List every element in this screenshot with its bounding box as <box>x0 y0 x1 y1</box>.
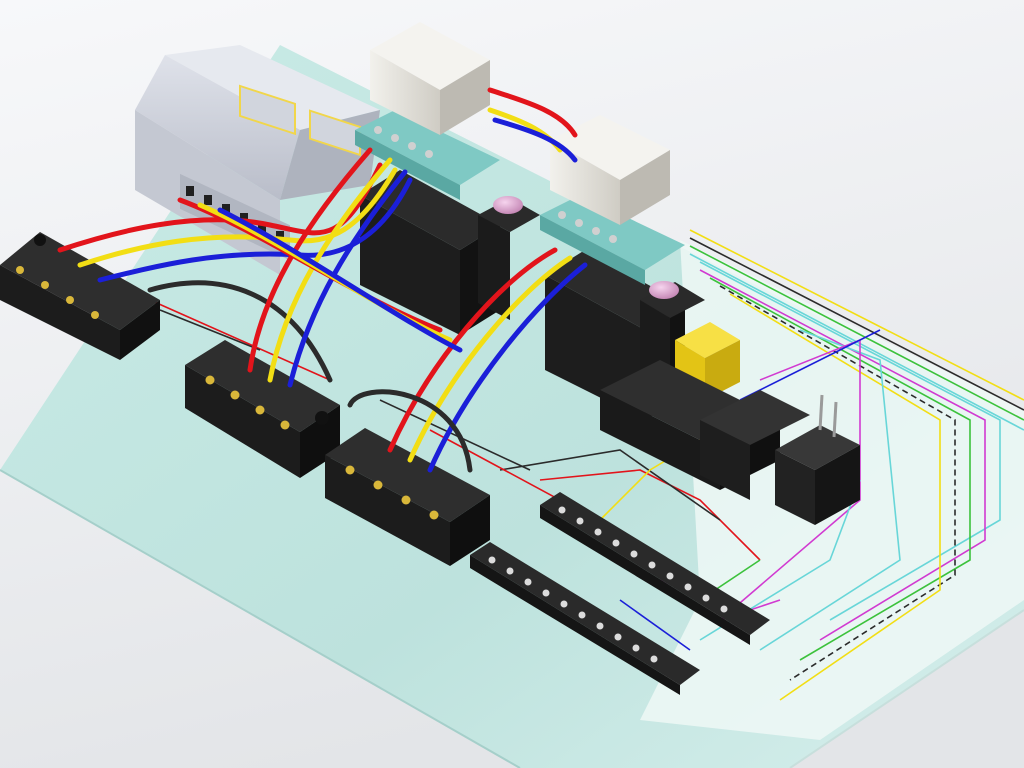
power-adapter <box>775 394 860 525</box>
terminal-block-right <box>325 428 490 566</box>
relay-socket <box>600 360 810 500</box>
contactor-1 <box>355 22 500 335</box>
terminal-strip-1 <box>470 542 700 695</box>
terminal-block-middle <box>185 340 340 478</box>
pilot-light-1 <box>478 196 540 320</box>
terminal-block-left <box>0 232 160 360</box>
contactor-2 <box>540 115 685 420</box>
power-wires <box>57 87 588 473</box>
terminal-strip-2 <box>540 492 770 645</box>
